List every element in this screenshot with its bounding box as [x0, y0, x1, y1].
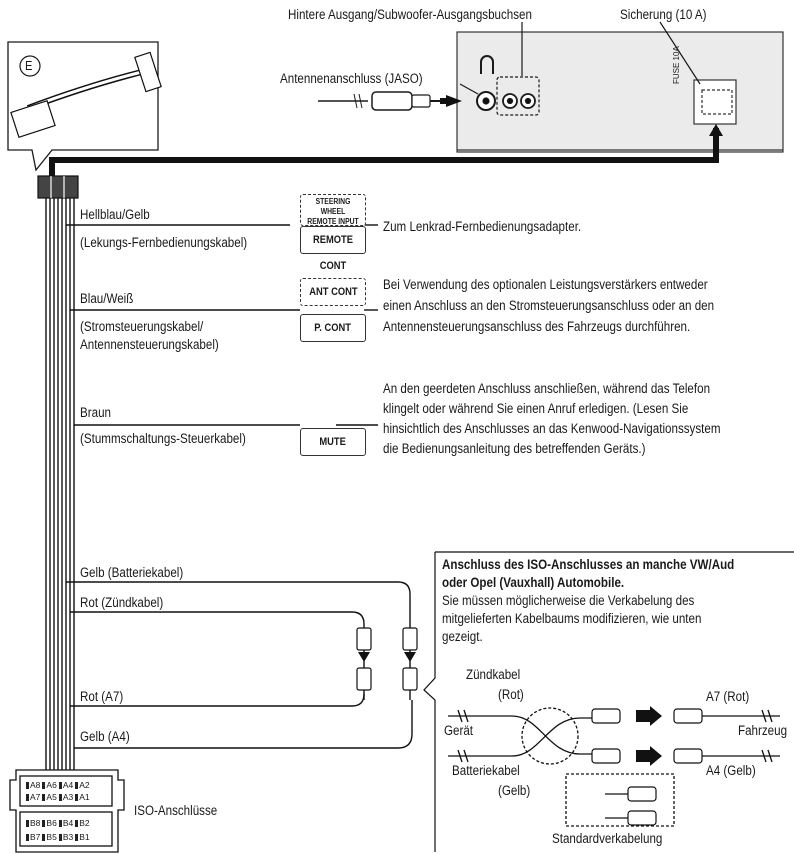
info-geraet: Gerät: [444, 723, 474, 738]
wire-desc-strom-1: (Stromsteuerungskabel/: [80, 319, 204, 334]
note-mute-4: die Bedienungsanleitung des betreffenden…: [383, 441, 646, 456]
ant-cont-box: ANT CONT: [300, 278, 366, 306]
info-body-3: gezeigt.: [442, 629, 483, 644]
info-standardverkabelung: Standardverkabelung: [552, 831, 663, 846]
note-mute-2: klingelt oder während Sie einen Anruf er…: [383, 401, 689, 416]
note-mute-1: An den geerdeten Anschluss anschließen, …: [383, 381, 711, 396]
harness-letter-circle: [19, 55, 41, 77]
harness-letter: E: [25, 58, 33, 73]
info-gelb: (Gelb): [498, 783, 531, 798]
info-batteriekabel: Batteriekabel: [452, 763, 520, 778]
info-a4-gelb: A4 (Gelb): [706, 763, 756, 778]
harness-connector: [37, 175, 79, 199]
mute-box: MUTE: [300, 428, 366, 456]
note-amp-1: Bei Verwendung des optionalen Leistungsv…: [383, 277, 708, 292]
p-cont-box: P. CONT: [300, 314, 366, 342]
iso-gelb-a4: Gelb (A4): [80, 729, 130, 744]
harness-picture-frame: [7, 41, 159, 172]
steering-wheel-input-box: STEERING WHEEL REMOTE INPUT: [300, 194, 366, 226]
info-zuendkabel: Zündkabel: [466, 667, 521, 682]
remote-cont-box: REMOTE CONT: [300, 226, 366, 272]
iso-gelb-batterie: Gelb (Batteriekabel): [80, 565, 184, 580]
antenna-connector-label: Antennenanschluss (JASO): [280, 71, 423, 86]
info-body-2: mitgelieferten Kabelbaums modifizieren, …: [442, 611, 702, 626]
info-title-1: Anschluss des ISO-Anschlusses an manche …: [442, 557, 735, 572]
note-amp-2: einen Anschluss an den Stromsteuerungsan…: [383, 298, 715, 313]
wire-desc-mute: (Stummschaltungs-Steuerkabel): [80, 431, 246, 446]
iso-rot-a7: Rot (A7): [80, 689, 124, 704]
wire-hellblau-gelb: Hellblau/Gelb: [80, 207, 150, 222]
unit-fuse-text: FUSE 10A: [672, 46, 681, 84]
fuse-label: Sicherung (10 A): [620, 7, 707, 22]
iso-connectors-label: ISO-Anschlüsse: [134, 803, 218, 818]
info-body-1: Sie müssen möglicherweise die Verkabelun…: [442, 593, 695, 608]
wire-desc-lenkrad: (Lekungs-Fernbedienungskabel): [80, 235, 248, 250]
info-a7-rot: A7 (Rot): [706, 689, 750, 704]
note-amp-3: Antennensteuerungsanschluss des Fahrzeug…: [383, 319, 691, 334]
iso-rot-zuend: Rot (Zündkabel): [80, 595, 164, 610]
info-title-2: oder Opel (Vauxhall) Automobile.: [442, 575, 625, 590]
info-box-frame: [423, 552, 436, 852]
info-fahrzeug: Fahrzeug: [738, 723, 788, 738]
info-rot: (Rot): [498, 687, 524, 702]
wire-blau-weiss: Blau/Weiß: [80, 291, 134, 306]
rear-output-label: Hintere Ausgang/Subwoofer-Ausgangsbuchse…: [288, 7, 532, 22]
note-lenkrad: Zum Lenkrad-Fernbedienungsadapter.: [383, 219, 582, 234]
wire-desc-strom-2: Antennensteuerungskabel): [80, 337, 219, 352]
wire-braun: Braun: [80, 405, 111, 420]
main-cable: [49, 128, 719, 178]
note-mute-3: hinsichtlich des Anschlusses an das Kenw…: [383, 421, 721, 436]
